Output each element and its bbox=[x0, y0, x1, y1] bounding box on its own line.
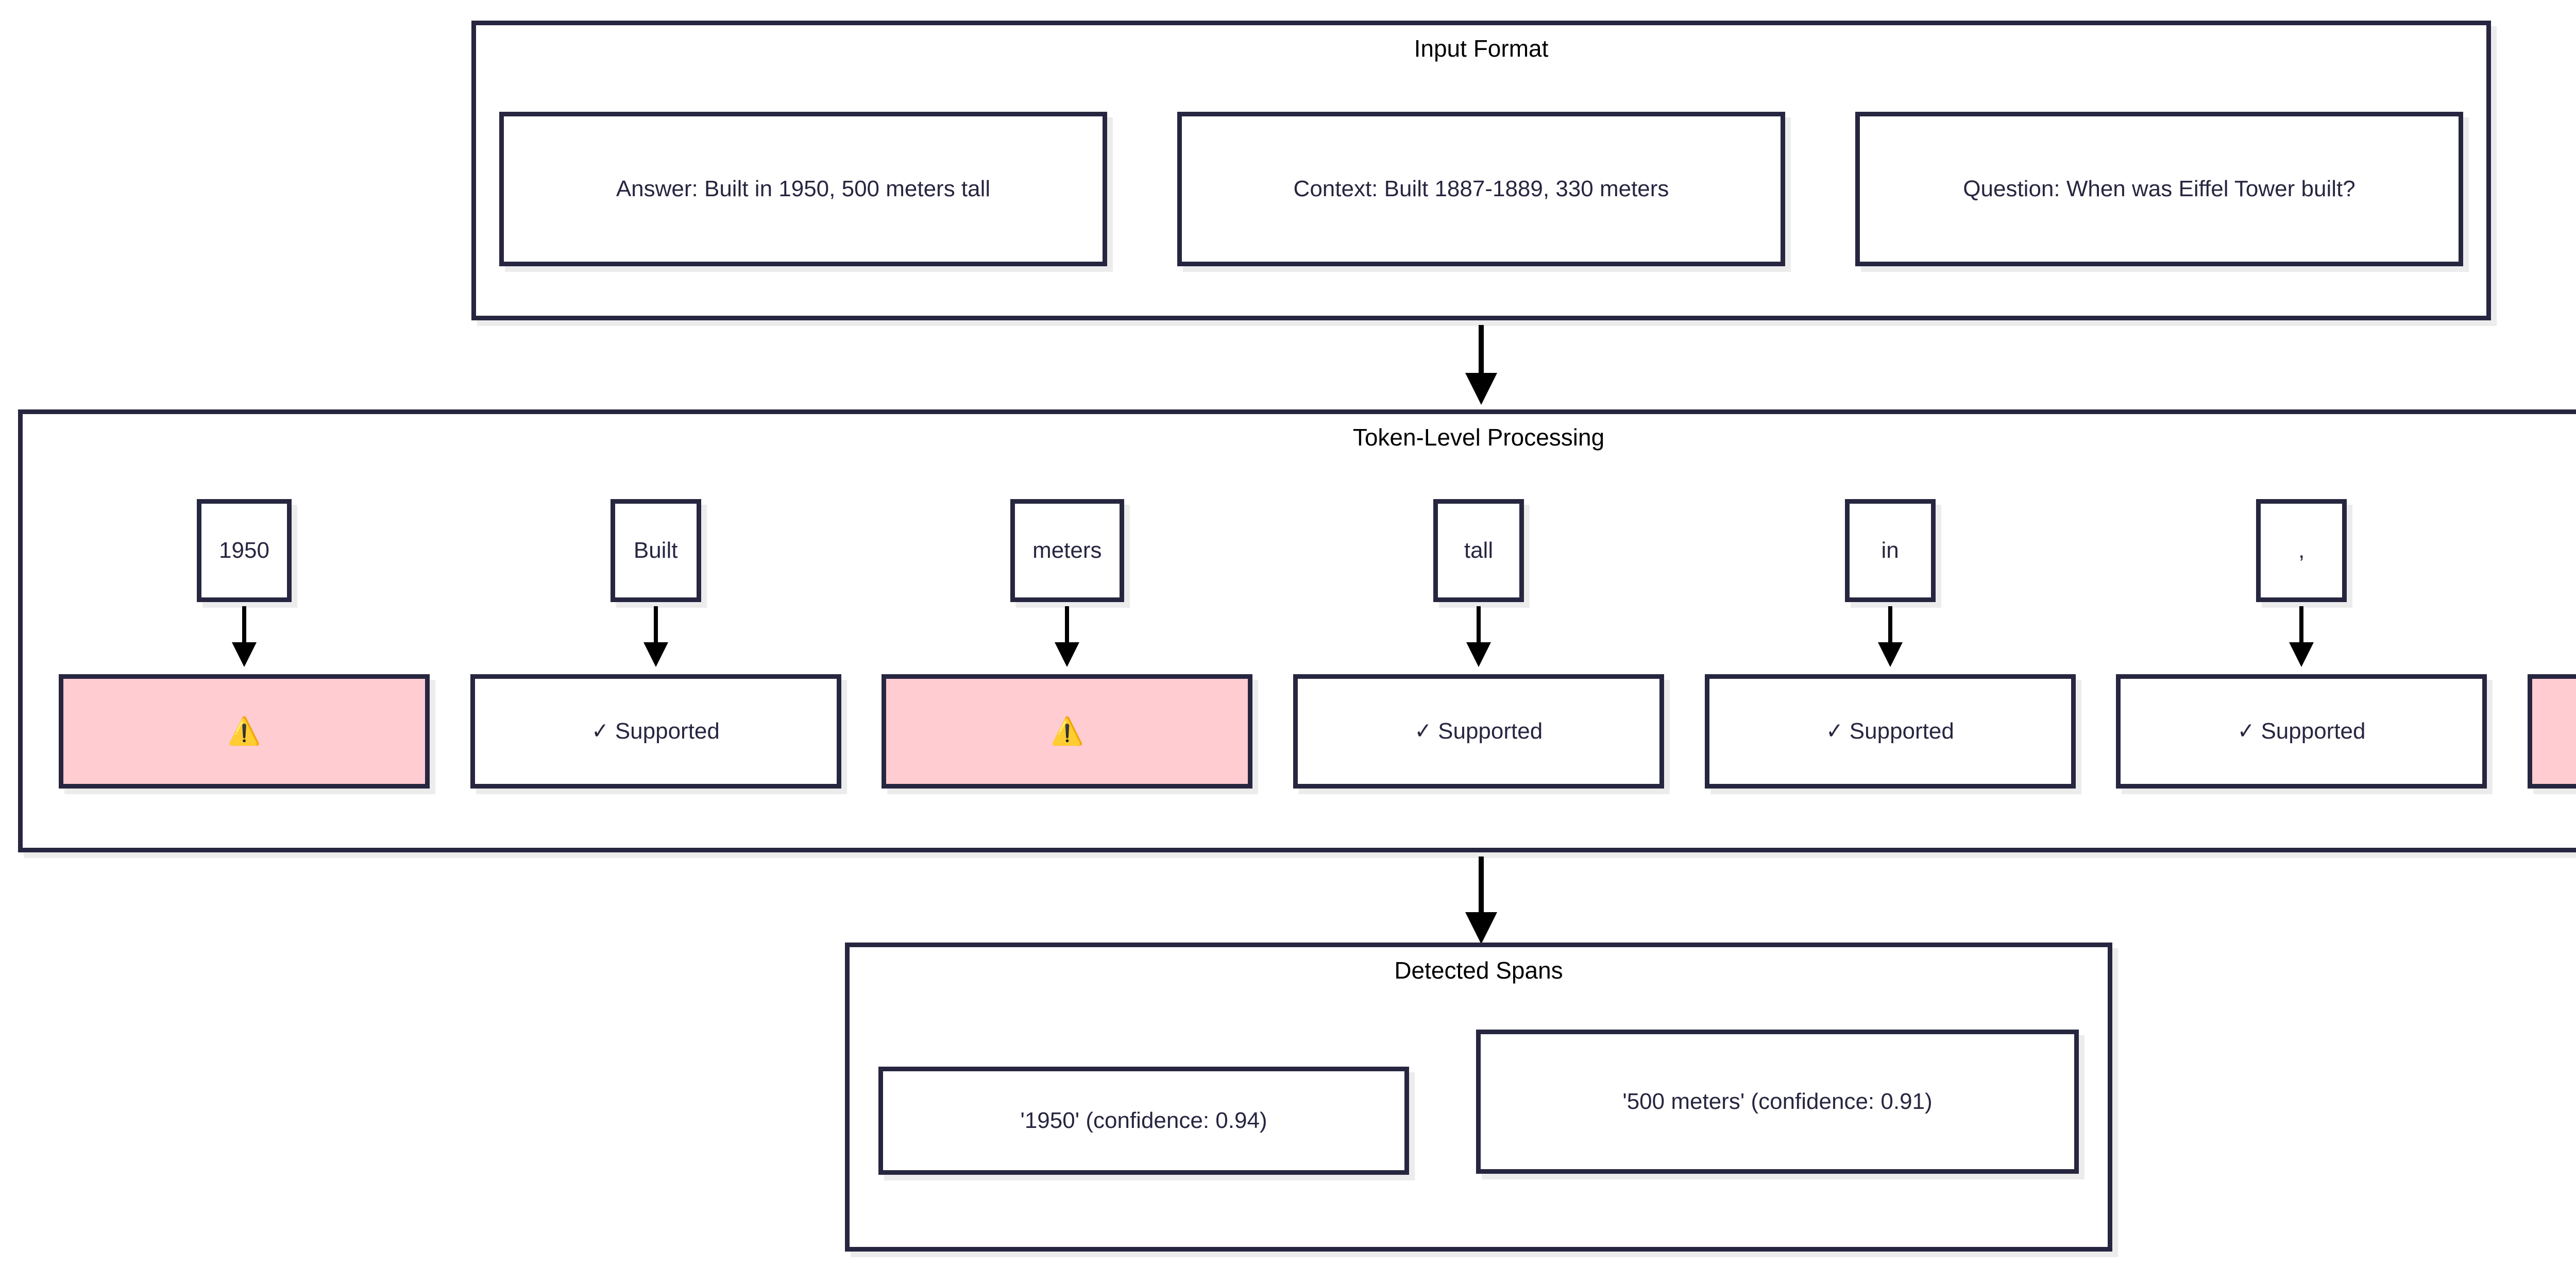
warning-icon: ⚠️ bbox=[1050, 716, 1084, 746]
input-node-context[interactable]: Context: Built 1887-1889, 330 meters bbox=[1177, 112, 1785, 266]
detected-spans-stage: Detected Spans '1950' (confidence: 0.94)… bbox=[845, 943, 2112, 1252]
token-arrow-gap-1 bbox=[470, 602, 841, 674]
token-column-6: 500 ⚠️ bbox=[2527, 499, 2576, 834]
token-status-6[interactable]: ⚠️ bbox=[2527, 674, 2576, 789]
token-status-5[interactable]: ✓ Supported bbox=[2116, 674, 2487, 789]
detected-spans-row: '1950' (confidence: 0.94) '500 meters' (… bbox=[850, 1030, 2108, 1175]
token-processing-title: Token-Level Processing bbox=[1352, 424, 1605, 451]
input-format-stage: Input Format Answer: Built in 1950, 500 … bbox=[471, 21, 2491, 320]
token-status-4[interactable]: ✓ Supported bbox=[1704, 674, 2076, 789]
span-node-500-meters[interactable]: '500 meters' (confidence: 0.91) bbox=[1476, 1030, 2079, 1174]
token-arrow-gap-2 bbox=[882, 602, 1252, 674]
token-status-0[interactable]: ⚠️ bbox=[59, 674, 430, 789]
token-box-1[interactable]: Built bbox=[610, 499, 701, 602]
token-status-1[interactable]: ✓ Supported bbox=[470, 674, 841, 789]
token-column-1: Built ✓ Supported bbox=[470, 499, 841, 834]
token-arrow-gap-0 bbox=[59, 602, 430, 674]
token-box-2[interactable]: meters bbox=[1010, 499, 1124, 602]
token-column-0: 1950 ⚠️ bbox=[59, 499, 430, 834]
token-column-4: in ✓ Supported bbox=[1704, 499, 2076, 834]
input-node-answer[interactable]: Answer: Built in 1950, 500 meters tall bbox=[499, 112, 1107, 266]
token-column-2: meters ⚠️ bbox=[882, 499, 1253, 834]
token-arrow-gap-3 bbox=[1293, 602, 1664, 674]
input-node-question[interactable]: Question: When was Eiffel Tower built? bbox=[1855, 112, 2463, 266]
input-format-node-row: Answer: Built in 1950, 500 meters tall C… bbox=[476, 112, 2486, 266]
token-status-3[interactable]: ✓ Supported bbox=[1293, 674, 1664, 789]
detected-spans-title: Detected Spans bbox=[1394, 957, 1563, 984]
token-arrow-gap-5 bbox=[2116, 602, 2487, 674]
token-columns: 1950 ⚠️ Built ✓ Supported mete bbox=[59, 499, 2576, 834]
token-column-5: , ✓ Supported bbox=[2116, 499, 2487, 834]
token-box-5[interactable]: , bbox=[2256, 499, 2347, 602]
span-node-1950[interactable]: '1950' (confidence: 0.94) bbox=[878, 1067, 1409, 1175]
token-box-0[interactable]: 1950 bbox=[197, 499, 292, 602]
input-format-title: Input Format bbox=[1414, 35, 1549, 62]
token-processing-stage: Token-Level Processing 1950 ⚠️ Built bbox=[18, 409, 2576, 852]
token-status-2[interactable]: ⚠️ bbox=[882, 674, 1253, 789]
token-arrow-gap-6 bbox=[2528, 602, 2576, 674]
token-arrow-gap-4 bbox=[1705, 602, 2076, 674]
token-column-3: tall ✓ Supported bbox=[1293, 499, 1664, 834]
warning-icon: ⚠️ bbox=[227, 716, 261, 746]
token-box-4[interactable]: in bbox=[1844, 499, 1936, 602]
token-box-3[interactable]: tall bbox=[1433, 499, 1524, 602]
